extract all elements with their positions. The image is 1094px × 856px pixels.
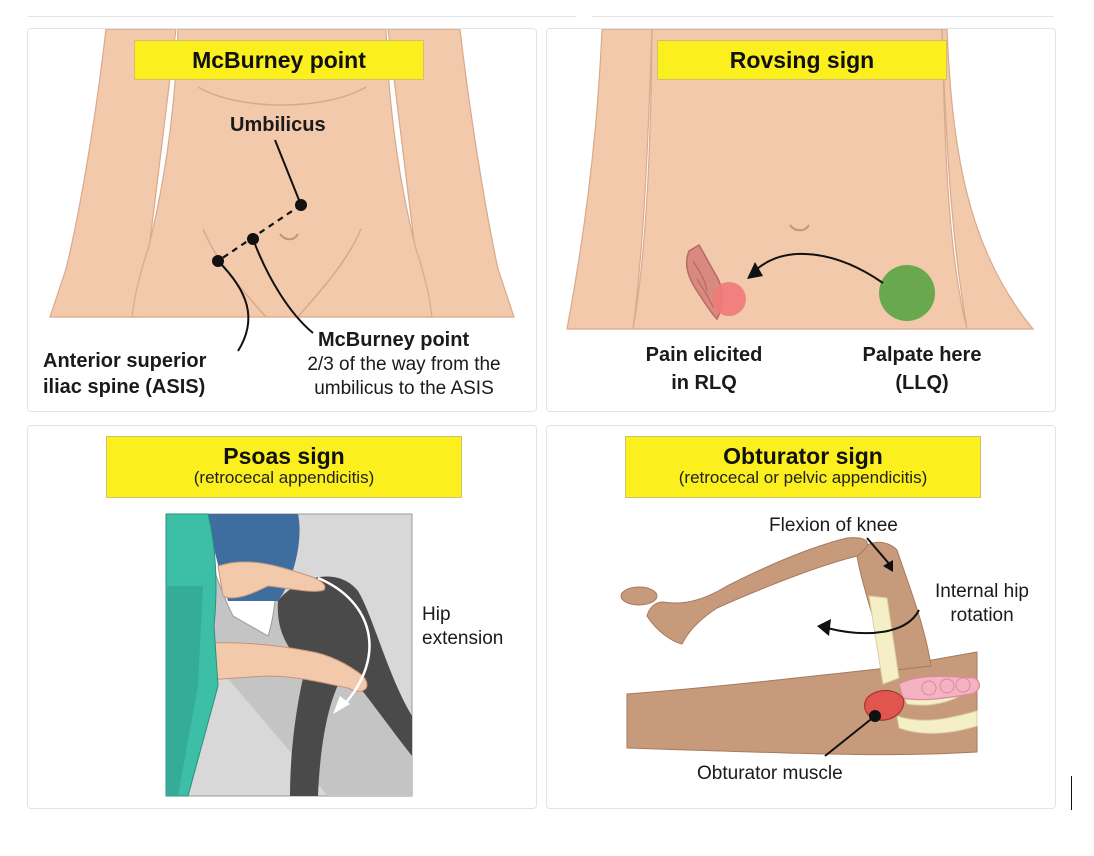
asis-label-line1: Anterior superior [43, 350, 207, 372]
psoas-panel: Psoas sign (retrocecal appendicitis) Hip… [27, 425, 537, 809]
rovsing-title: Rovsing sign [729, 47, 875, 73]
obturator-illustration [620, 537, 980, 757]
mcburney-desc-line1: 2/3 of the way from the [307, 354, 501, 375]
abdomen-illustration [566, 29, 1035, 330]
asis-label-line2: iliac spine (ASIS) [43, 376, 206, 398]
mcburney-title-box: McBurney point [134, 40, 424, 80]
asis-dot [212, 255, 224, 267]
torso-illustration [49, 29, 515, 352]
mcburney-point-label: McBurney point [318, 329, 470, 351]
mcburney-title: McBurney point [192, 47, 366, 73]
rotation-arrow-head [817, 619, 831, 636]
knee-flexion-label: Flexion of knee [769, 515, 898, 536]
rotation-label-line2: rotation [950, 605, 1014, 626]
psoas-illustration [165, 513, 413, 797]
mcburney-dot [247, 233, 259, 245]
psoas-title-box: Psoas sign (retrocecal appendicitis) [106, 436, 462, 498]
psoas-subtitle: (retrocecal appendicitis) [193, 468, 375, 487]
obturator-title: Obturator sign [723, 443, 883, 469]
obturator-title-box: Obturator sign (retrocecal or pelvic app… [625, 436, 981, 498]
pain-spot [712, 282, 746, 316]
mcburney-desc-line2: umbilicus to the ASIS [314, 378, 494, 399]
psoas-title: Psoas sign [223, 443, 345, 469]
hip-extension-line2: extension [422, 628, 504, 649]
top-divider-left [28, 16, 576, 17]
top-divider-right [592, 16, 1054, 17]
arrow-head [747, 262, 763, 279]
umbilicus-dot [295, 199, 307, 211]
rotation-label-line1: Internal hip [934, 581, 1029, 602]
pain-label-line2: in RLQ [671, 372, 737, 394]
text-cursor [1071, 776, 1072, 810]
rovsing-title-box: Rovsing sign [657, 40, 947, 80]
pain-label-line1: Pain elicited [645, 344, 763, 366]
hip-extension-line1: Hip [422, 604, 451, 625]
palpate-label-line2: (LLQ) [895, 372, 949, 394]
obturator-panel: Obturator sign (retrocecal or pelvic app… [546, 425, 1056, 809]
umbilicus-label: Umbilicus [230, 114, 326, 136]
knee-arrow-head [883, 560, 893, 572]
femur-bone [868, 595, 900, 685]
obturator-subtitle: (retrocecal or pelvic appendicitis) [678, 468, 928, 487]
palpate-label-line1: Palpate here [862, 344, 982, 366]
obturator-muscle-label: Obturator muscle [697, 763, 843, 784]
rotation-arrow-head [333, 696, 350, 714]
palpate-spot [879, 265, 935, 321]
mcburney-panel: McBurney point Umbilicus McBurney point … [27, 28, 537, 412]
rovsing-panel: Rovsing sign Pain elicited in RLQ Palpat… [546, 28, 1056, 412]
